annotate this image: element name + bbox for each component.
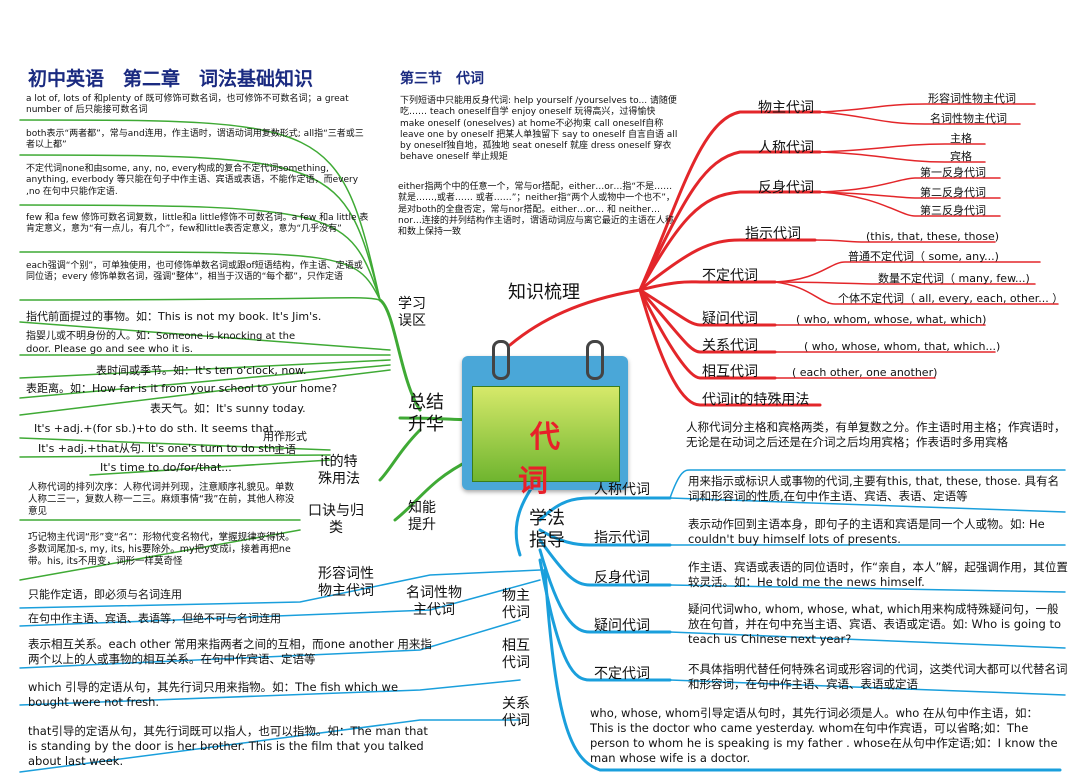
- zhishi-item-label: 疑问代词: [702, 311, 758, 327]
- zhishi-note: 下列短语中只能用反身代词: help yourself /yourselves …: [400, 96, 678, 163]
- zhishi-item-label: 代词it的特殊用法: [702, 392, 810, 408]
- red-branch-xianghu: [638, 288, 777, 380]
- calendar-ring-right: [586, 340, 604, 380]
- zhishi-sub: 第三反身代词: [920, 204, 986, 217]
- zhishi-item-label: 不定代词: [702, 268, 758, 284]
- red-branch-renchen: [638, 150, 822, 292]
- zhishi-item-label: 反身代词: [758, 180, 814, 196]
- xuexi-item: each强调“个别”，可单独使用，也可修饰单数名词或跟of短语结构，作主语、定语…: [26, 261, 363, 283]
- zhishi-sub: (this, that, these, those): [866, 230, 1000, 243]
- formal-item: It's +adj.+that从句. It's one's turn to do…: [38, 442, 279, 455]
- zhishi-sub: 形容词性物主代词: [928, 92, 1016, 105]
- xuefa-item-label: 不定代词: [594, 666, 650, 682]
- green-branch-it: [378, 428, 422, 482]
- it-item: 表距离。如：How far is it from your school to …: [26, 382, 338, 395]
- red-branch-zhishi: [638, 238, 817, 292]
- center-label: 代 词: [518, 420, 584, 499]
- calendar-icon: 代 词: [462, 340, 628, 499]
- wuzhu-noun-label: 名词性物主代词: [406, 585, 462, 618]
- koujue-item: 人称代词的排列次序：人称代词并列现，注意顺序礼貌见。单数人称二三一，复数人称一二…: [28, 482, 295, 517]
- formal-subject-label: 用作形式主语: [263, 430, 307, 457]
- zhineng-label: 知能提升: [408, 500, 436, 533]
- xuefa-text: 作主语、宾语或表语的同位语时，作“亲自，本人”解，起强调作用，其位置较灵活。如：…: [688, 560, 1068, 589]
- red-trunk: [508, 288, 642, 347]
- xuexi-item: 不定代词none和由some, any, no, every构成的复合不定代词s…: [26, 164, 359, 197]
- xuefa-item-label: 人称代词: [594, 482, 650, 498]
- xuefa-text: 表示动作回到主语本身，即句子的主语和宾语是同一个人或物。如: He couldn…: [688, 517, 1045, 546]
- zhishi-sub: 第一反身代词: [920, 166, 986, 179]
- xuexi-item: both表示“两者都”，常与and连用，作主语时，谓语动词用复数形式; all指…: [26, 129, 364, 151]
- blue-branch-yiwen: [538, 548, 672, 634]
- red-branch-yiwen: [638, 288, 777, 327]
- red-branch-guanxi: [638, 288, 777, 354]
- koujue-item: 巧记物主代词“形”变“名”：形物代变名物代，掌握规律变得快。多数词尾加-s, m…: [28, 532, 295, 567]
- formal-item: It's +adj.+(for sb.)+to do sth. It seems…: [34, 422, 284, 435]
- branch-zongjie-label: 总结升华: [408, 392, 444, 435]
- formal-item: It's time to do/for/that...: [100, 461, 232, 474]
- zhishi-item-label: 关系代词: [702, 338, 758, 354]
- calendar-page: [472, 386, 620, 482]
- xianghu-label: 相互代词: [502, 638, 530, 671]
- green-branch-zhineng: [393, 458, 472, 522]
- xuexi-item: few 和a few 修饰可数名词复数，little和a little修饰不可数…: [26, 213, 369, 235]
- zhishi-sub: 普通不定代词（ some, any...): [848, 250, 999, 263]
- zhishi-sub: ( who, whom, whose, what, which): [796, 313, 987, 326]
- zhishi-sub: 宾格: [950, 150, 972, 163]
- red-branch-wuzhu: [638, 110, 822, 292]
- wuzhu-label: 物主代词: [502, 588, 530, 621]
- zhishi-sub: 主格: [950, 132, 972, 145]
- wuzhu-adj-text: 只能作定语，即必须与名词连用: [28, 588, 182, 601]
- zhishi-item-label: 指示代词: [745, 226, 801, 242]
- zhishi-sub: ( each other, one another): [792, 366, 938, 379]
- xuefa-intro: 人称代词分主格和宾格两类，有单复数之分。作主语时用主格；作宾语时，无论是在动词之…: [686, 420, 1066, 449]
- zhishi-sub: 名词性物主代词: [930, 112, 1007, 125]
- xianghu-text: 表示相互关系。each other 常用来指两者之间的互相，而one anoth…: [28, 637, 432, 666]
- xuefa-text: 疑问代词who, whom, whose, what, which用来构成特殊疑…: [688, 602, 1062, 646]
- branch-xuefa-label: 学法指导: [529, 508, 565, 551]
- zhishi-item-label: 人称代词: [758, 140, 814, 156]
- it-item: 指代前面提过的事物。如：This is not my book. It's Ji…: [26, 310, 322, 323]
- green-branch-xuexi: [378, 298, 422, 412]
- blue-branch-fanshen: [538, 538, 672, 587]
- red-branch-it: [638, 288, 822, 407]
- zhishi-item-label: 物主代词: [758, 100, 814, 116]
- zhishi-sub: 数量不定代词（ many, few...): [878, 272, 1030, 285]
- it-item: 指婴儿或不明身份的人。如：Someone is knocking at the …: [26, 331, 296, 355]
- page-title: 初中英语 第二章 词法基础知识: [28, 68, 314, 90]
- xuefa-text: 用来指示或标识人或事物的代词,主要有this, that, these, tho…: [688, 474, 1060, 503]
- xuexi-label: 学习误区: [398, 296, 426, 329]
- calendar-ring-left: [492, 340, 510, 380]
- blue-branch-renchen: [538, 496, 672, 522]
- zhishi-item-label: 相互代词: [702, 364, 758, 380]
- blue-branch-relative: [543, 568, 1062, 772]
- xuefa-item-label: 指示代词: [594, 530, 650, 546]
- zhishi-sub: 第二反身代词: [920, 186, 986, 199]
- page-subtitle: 第三节 代词: [400, 71, 484, 87]
- wuzhu-adj-label: 形容词性物主代词: [318, 566, 374, 599]
- koujue-label: 口诀与归类: [308, 503, 364, 536]
- xuefa-item-label: 疑问代词: [594, 618, 650, 634]
- zhishi-sub: ( who, whose, whom, that, which...): [804, 340, 1001, 353]
- it-item: 表时间或季节。如：It's ten o'clock, now.: [96, 364, 307, 377]
- wuzhu-noun-text: 在句中作主语、宾语、表语等，但绝不可与名词连用: [28, 612, 281, 625]
- guanxi-that-text: that引导的定语从句，其先行词既可以指人，也可以指物。如：The man th…: [28, 724, 428, 768]
- guanxi-which-text: which 引导的定语从句，其先行词只用来指物。如：The fish which…: [28, 680, 399, 709]
- it-special-label: it的特殊用法: [318, 454, 360, 487]
- xuefa-item-label: 反身代词: [594, 570, 650, 586]
- zhishi-note: either指两个中的任意一个，常与or搭配，either…or…指“不是……就…: [398, 182, 675, 237]
- xuefa-text: 不具体指明代替任何特殊名词或形容词的代词，这类代词大都可以代替名词和形容词，在句…: [688, 662, 1068, 691]
- branch-zhishi-label: 知识梳理: [508, 282, 580, 303]
- zhishi-sub: 个体不定代词（ all, every, each, other... ）: [838, 292, 1064, 305]
- xuexi-item: a lot of, lots of 和plenty of 既可修饰可数名词，也可…: [26, 94, 349, 116]
- it-item: 表天气。如：It's sunny today.: [150, 402, 306, 415]
- guanxi-label: 关系代词: [502, 696, 530, 729]
- blue-branch-zhishi: [538, 528, 672, 547]
- red-branch-buding: [638, 280, 777, 292]
- red-branch-fanshen: [638, 190, 822, 292]
- xuefa-relative-text: who, whose, whom引导定语从句时，其先行词必须是人。who 在从句…: [590, 706, 1058, 765]
